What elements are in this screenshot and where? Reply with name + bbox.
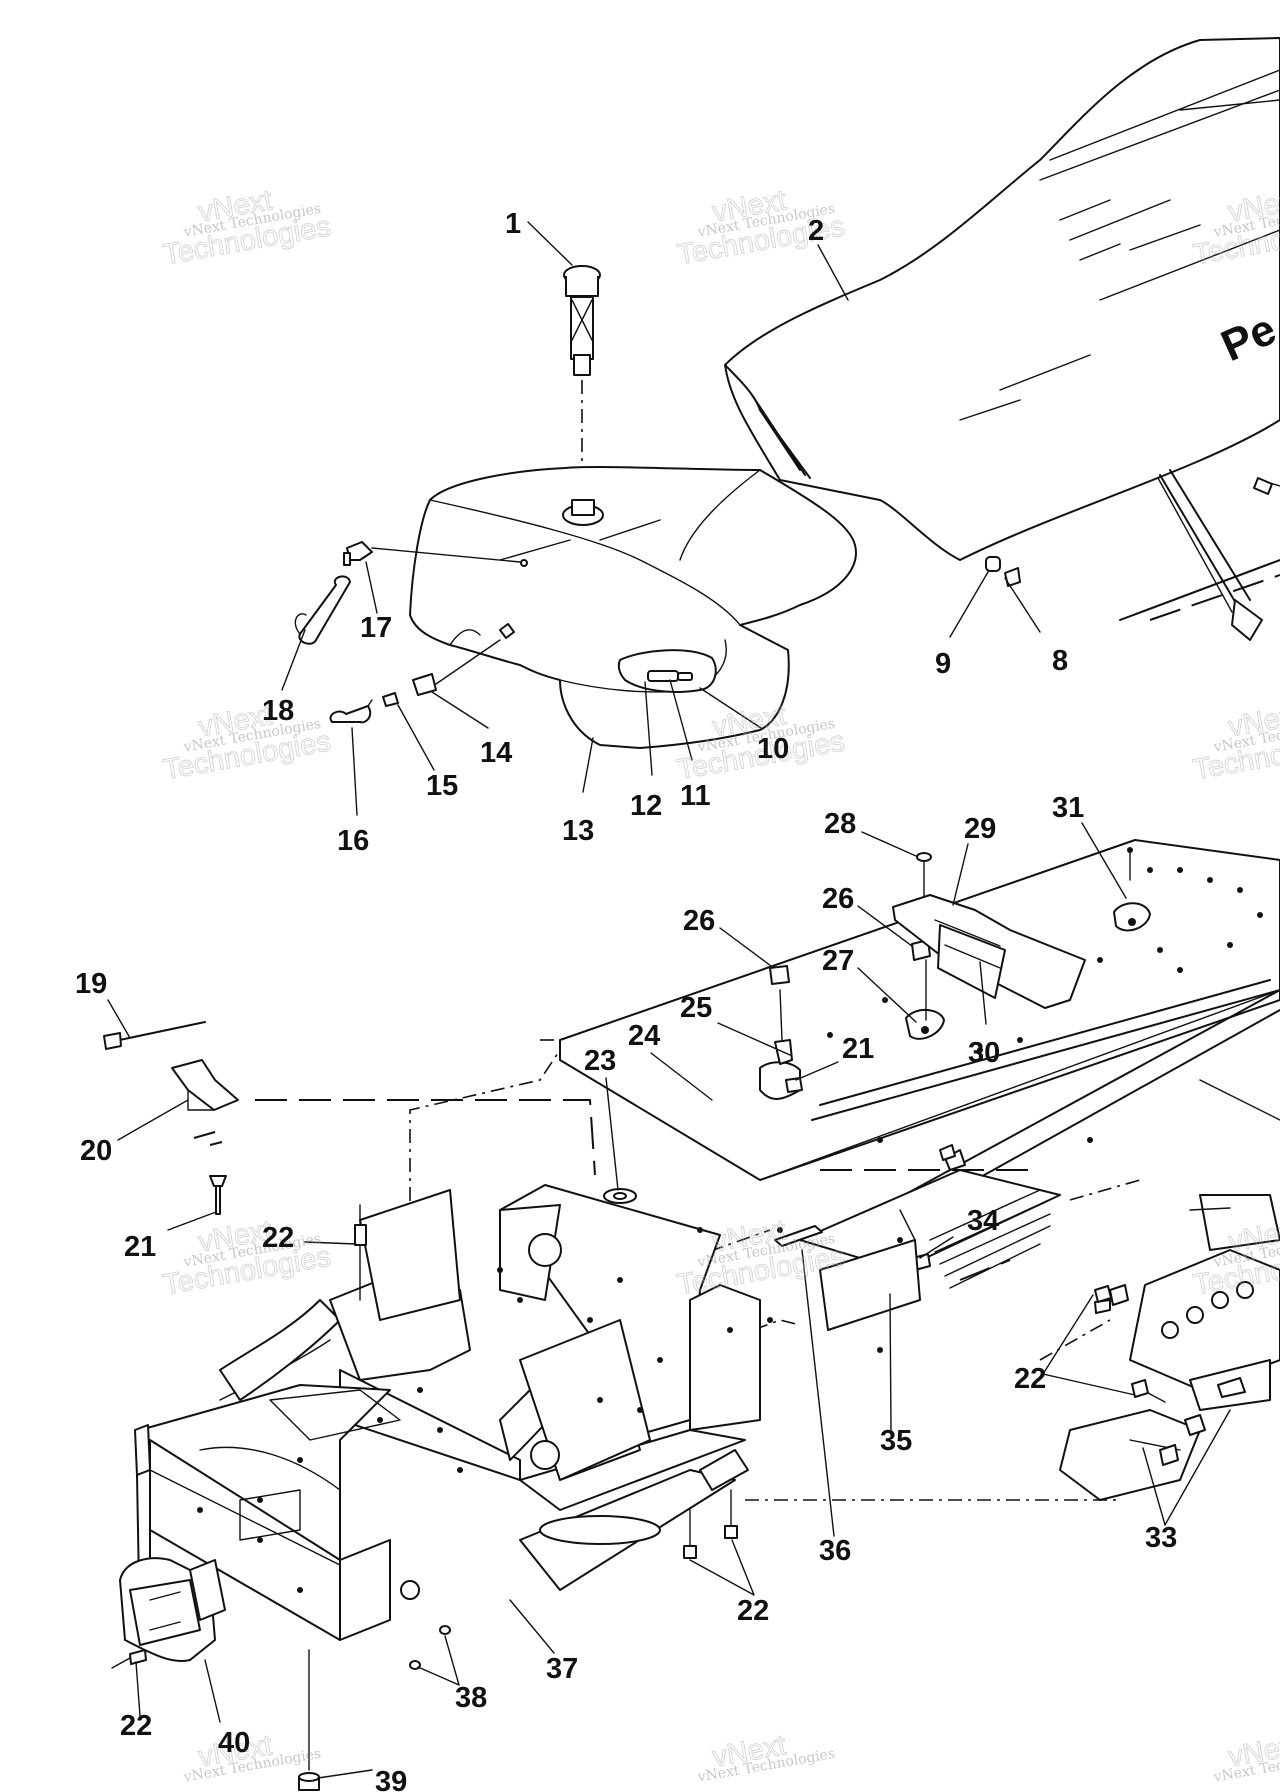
callout-35: 35 [880,1425,912,1457]
fuel-cap [563,265,601,500]
callout-28: 28 [824,808,856,840]
callout-25: 25 [680,992,712,1024]
vent-slots [929,1189,1051,1289]
callout-8: 8 [1052,645,1068,677]
chassis-tunnel [134,839,1280,1641]
callout-19: 19 [75,968,107,1000]
callout-2: 2 [808,215,824,247]
watermark: vNext vNext Technologies Technologies [160,184,333,272]
callout-29: 29 [964,813,996,845]
callout-36: 36 [819,1535,851,1567]
callout-37: 37 [546,1653,578,1685]
callout-21: 21 [842,1033,874,1065]
callout-34: 34 [967,1205,999,1237]
watermark: vNext vNext Technologies Technologies [160,1214,333,1302]
fuel-tank [409,466,857,749]
callout-39: 39 [375,1766,407,1792]
watermark: vNext vNext Technologies [1212,1729,1280,1786]
rivet-dots [197,847,1263,1593]
callout-20: 20 [80,1135,112,1167]
tank-fittings [294,541,521,724]
watermark: vNext vNext Technologies Technologies [160,699,333,787]
callout-13: 13 [562,815,594,847]
callout-16: 16 [337,825,369,857]
callout-31: 31 [1052,792,1084,824]
callout-27: 27 [822,945,854,977]
callout-1: 1 [505,208,521,240]
callout-22: 22 [262,1222,294,1254]
callout-26: 26 [683,905,715,937]
callout-40: 40 [218,1727,250,1759]
callout-22: 22 [120,1710,152,1742]
callout-labels: 1 2 8 9 10 11 12 13 14 15 16 17 18 19 20… [75,208,1177,1792]
callout-11: 11 [680,780,711,812]
callout-9: 9 [935,648,951,680]
small-hardware [103,849,1166,1791]
callout-12: 12 [630,790,662,822]
leader-lines [107,221,1231,1779]
callout-24: 24 [628,1020,660,1052]
seat-fasteners [985,469,1280,641]
callout-22: 22 [1014,1363,1046,1395]
watermark: vNext vNext Technologies [696,1729,837,1786]
callout-23: 23 [584,1045,616,1077]
callout-30: 30 [968,1037,1000,1069]
callout-22: 22 [737,1595,769,1627]
callout-15: 15 [426,770,458,802]
watermark: vNext vNext Technologies Technologies [1190,699,1280,787]
callout-38: 38 [455,1682,487,1714]
callout-17: 17 [360,612,392,644]
seat: Pe [724,37,1280,561]
callout-10: 10 [757,733,789,765]
callout-21: 21 [124,1231,156,1263]
rear-brackets [944,1149,1280,1501]
callout-26: 26 [822,883,854,915]
callout-33: 33 [1145,1522,1177,1554]
callout-18: 18 [262,695,294,727]
callout-14: 14 [480,737,512,769]
